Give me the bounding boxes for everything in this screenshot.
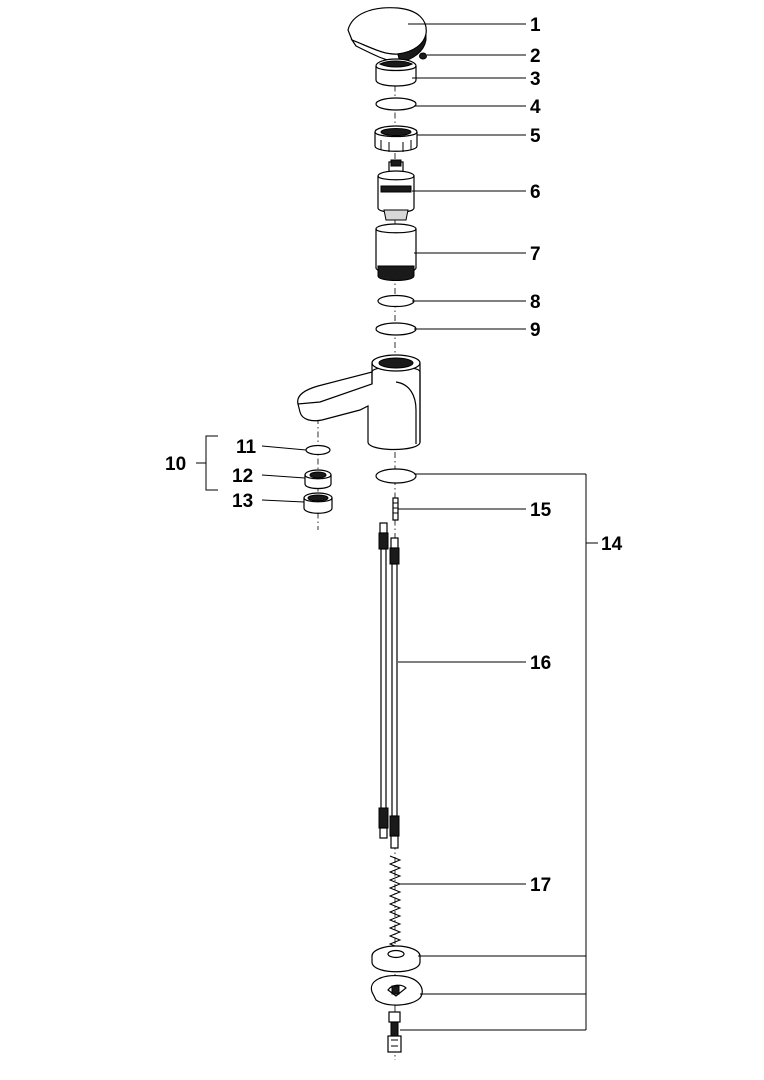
o-ring-upper xyxy=(375,97,417,111)
leader-lines xyxy=(196,23,598,1031)
threaded-stud xyxy=(392,497,399,521)
callout-11: 11 xyxy=(236,437,257,458)
cover-cap xyxy=(375,58,417,87)
callout-10: 10 xyxy=(165,454,186,475)
threaded-ring xyxy=(374,125,418,152)
horseshoe-bracket xyxy=(370,975,423,1006)
callout-14: 14 xyxy=(601,534,623,555)
callout-3: 3 xyxy=(530,69,541,90)
callout-5: 5 xyxy=(530,126,541,147)
sleeve xyxy=(375,223,417,281)
callout-13: 13 xyxy=(232,491,253,512)
o-ring-middle xyxy=(377,294,415,308)
callout-1: 1 xyxy=(530,15,541,36)
callout-8: 8 xyxy=(530,292,541,313)
callout-labels: 1 2 3 4 5 6 7 8 9 10 11 12 13 14 15 16 1… xyxy=(165,15,623,896)
cartridge xyxy=(377,159,415,221)
supply-hoses xyxy=(378,522,400,849)
aerator-washer xyxy=(305,444,331,456)
base-gasket xyxy=(375,468,417,484)
mounting-washer xyxy=(371,945,421,973)
callout-6: 6 xyxy=(530,182,541,203)
callout-7: 7 xyxy=(530,244,541,265)
callout-4: 4 xyxy=(530,97,541,118)
o-ring-lower xyxy=(375,322,417,336)
fixing-nut xyxy=(387,1011,402,1053)
faucet-body xyxy=(297,354,421,451)
callout-9: 9 xyxy=(530,320,541,341)
aerator-housing xyxy=(303,492,333,514)
callout-12: 12 xyxy=(232,466,253,487)
callout-15: 15 xyxy=(530,500,552,521)
set-screw xyxy=(419,52,427,60)
callout-2: 2 xyxy=(530,46,541,67)
aerator-insert xyxy=(304,469,332,490)
callout-16: 16 xyxy=(530,653,551,674)
callout-17: 17 xyxy=(530,875,551,896)
lever-handle xyxy=(347,7,427,63)
spring xyxy=(388,855,402,961)
